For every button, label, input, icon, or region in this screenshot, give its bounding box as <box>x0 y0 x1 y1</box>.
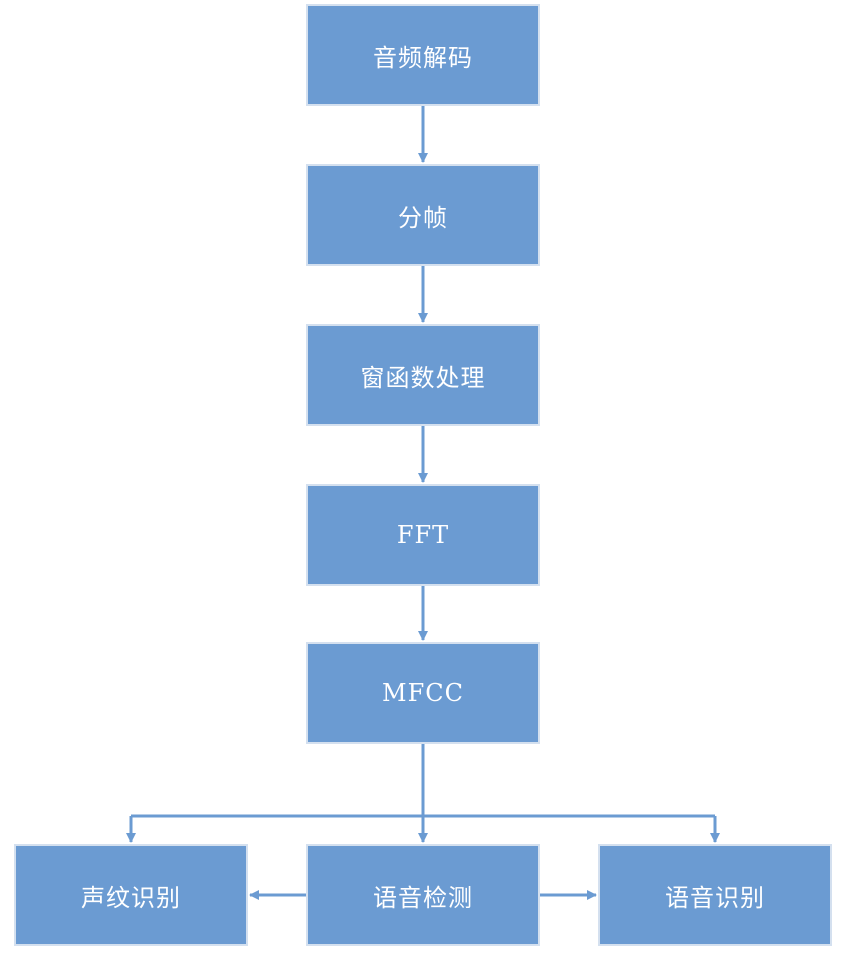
node-window-function: 窗函数处理 <box>306 324 540 426</box>
node-label: 语音检测 <box>373 883 473 912</box>
node-label: FFT <box>396 521 450 549</box>
node-label: MFCC <box>382 679 464 707</box>
node-framing: 分帧 <box>306 164 540 266</box>
node-label: 音频解码 <box>373 43 473 72</box>
node-speech-recognition: 语音识别 <box>598 844 832 946</box>
node-label: 语音识别 <box>665 883 765 912</box>
node-mfcc: MFCC <box>306 642 540 744</box>
node-label: 声纹识别 <box>81 883 181 912</box>
node-label: 窗函数处理 <box>360 363 486 392</box>
node-voiceprint-recognition: 声纹识别 <box>14 844 248 946</box>
node-voice-detection: 语音检测 <box>306 844 540 946</box>
node-fft: FFT <box>306 484 540 586</box>
node-audio-decode: 音频解码 <box>306 4 540 106</box>
node-label: 分帧 <box>398 203 448 232</box>
